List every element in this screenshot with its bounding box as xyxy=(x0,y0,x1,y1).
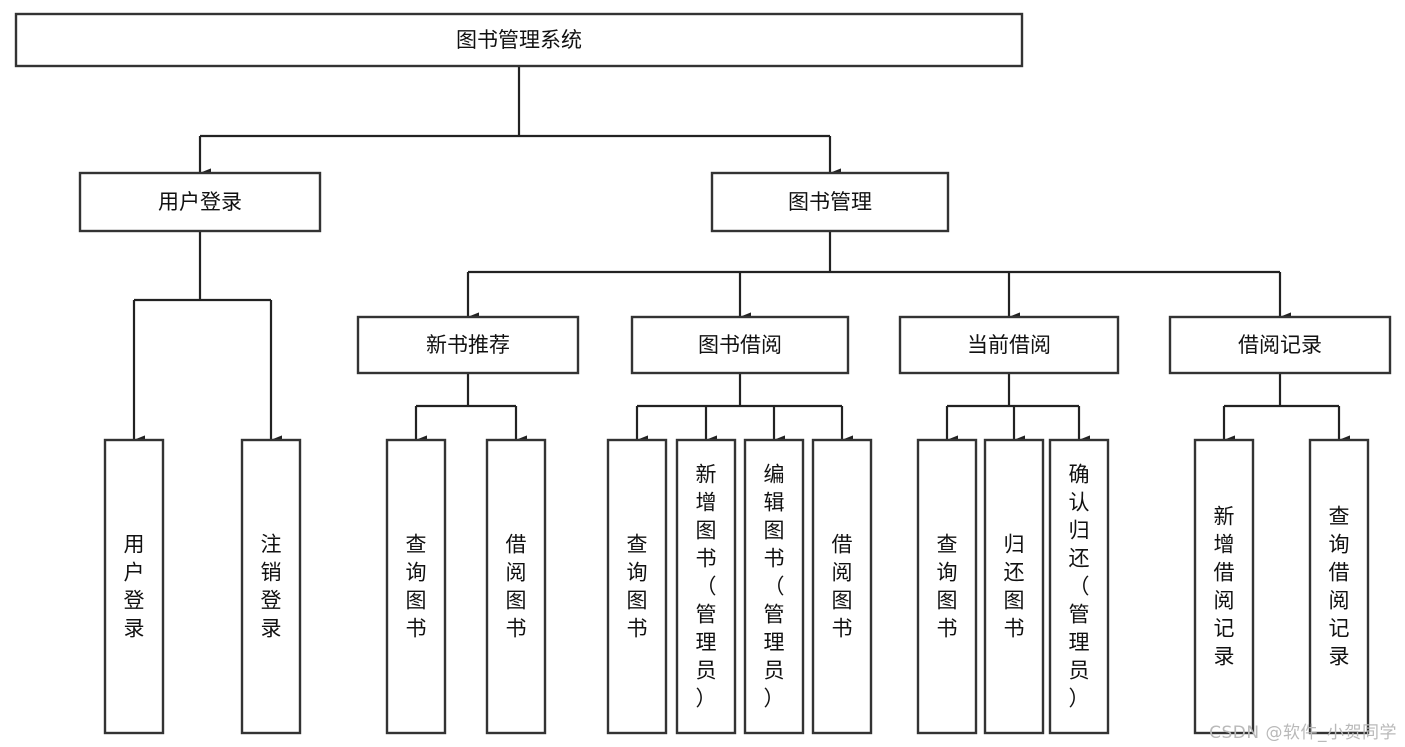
node-box-user-login[interactable] xyxy=(78,171,322,233)
node-label-leaf-add-book-admin: 新增图书（管理员） xyxy=(696,463,717,711)
node-box-leaf-query-book-current[interactable] xyxy=(916,438,978,735)
node-book-borrow[interactable]: 图书借阅 xyxy=(630,315,850,375)
node-box-leaf-user-login[interactable] xyxy=(103,438,165,735)
node-box-root[interactable] xyxy=(14,12,1024,68)
node-label-leaf-query-book-current: 查询图书 xyxy=(937,533,958,641)
node-label-book-borrow: 图书借阅 xyxy=(698,333,782,357)
node-leaf-query-borrow-record[interactable]: 查询借阅记录 xyxy=(1308,438,1370,735)
node-box-leaf-return-book[interactable] xyxy=(983,438,1045,735)
node-leaf-user-login[interactable]: 用户登录 xyxy=(103,438,165,735)
node-box-current-borrow[interactable] xyxy=(898,315,1120,375)
node-leaf-borrow-book[interactable]: 借阅图书 xyxy=(811,438,873,735)
node-label-leaf-borrow-book-recommend: 借阅图书 xyxy=(506,533,527,641)
node-book-management[interactable]: 图书管理 xyxy=(710,171,950,233)
node-leaf-borrow-book-recommend[interactable]: 借阅图书 xyxy=(485,438,547,735)
node-label-leaf-borrow-book: 借阅图书 xyxy=(832,533,853,641)
node-box-leaf-add-borrow-record[interactable] xyxy=(1193,438,1255,735)
node-box-leaf-borrow-book-recommend[interactable] xyxy=(485,438,547,735)
node-label-leaf-query-book-recommend: 查询图书 xyxy=(406,533,427,641)
node-label-current-borrow: 当前借阅 xyxy=(967,333,1051,357)
node-leaf-logout[interactable]: 注销登录 xyxy=(240,438,302,735)
node-box-leaf-add-book-admin[interactable] xyxy=(675,438,737,735)
node-leaf-query-book-current[interactable]: 查询图书 xyxy=(916,438,978,735)
node-leaf-confirm-return-admin[interactable]: 确认归还（管理员） xyxy=(1048,438,1110,735)
node-label-leaf-logout: 注销登录 xyxy=(261,533,282,641)
node-label-leaf-confirm-return-admin: 确认归还（管理员） xyxy=(1069,463,1090,711)
node-leaf-query-book-borrow[interactable]: 查询图书 xyxy=(606,438,668,735)
node-label-leaf-user-login: 用户登录 xyxy=(124,533,145,641)
node-leaf-edit-book-admin[interactable]: 编辑图书（管理员） xyxy=(743,438,805,735)
node-label-leaf-return-book: 归还图书 xyxy=(1004,533,1025,641)
node-label-book-management: 图书管理 xyxy=(788,190,872,214)
node-boxes: 图书管理系统用户登录图书管理新书推荐图书借阅当前借阅借阅记录用户登录注销登录查询… xyxy=(14,12,1392,735)
node-new-book-recommend[interactable]: 新书推荐 xyxy=(356,315,580,375)
node-box-leaf-borrow-book[interactable] xyxy=(811,438,873,735)
node-box-leaf-query-book-recommend[interactable] xyxy=(385,438,447,735)
node-box-book-borrow[interactable] xyxy=(630,315,850,375)
node-box-book-management[interactable] xyxy=(710,171,950,233)
node-label-leaf-edit-book-admin: 编辑图书（管理员） xyxy=(764,463,785,711)
node-label-root: 图书管理系统 xyxy=(456,28,582,52)
node-user-login[interactable]: 用户登录 xyxy=(78,171,322,233)
node-borrow-records[interactable]: 借阅记录 xyxy=(1168,315,1392,375)
node-leaf-add-borrow-record[interactable]: 新增借阅记录 xyxy=(1193,438,1255,735)
node-box-leaf-logout[interactable] xyxy=(240,438,302,735)
node-label-borrow-records: 借阅记录 xyxy=(1238,333,1322,357)
node-box-leaf-confirm-return-admin[interactable] xyxy=(1048,438,1110,735)
node-label-leaf-query-borrow-record: 查询借阅记录 xyxy=(1329,505,1350,669)
node-box-leaf-query-borrow-record[interactable] xyxy=(1308,438,1370,735)
node-leaf-return-book[interactable]: 归还图书 xyxy=(983,438,1045,735)
node-box-new-book-recommend[interactable] xyxy=(356,315,580,375)
node-root[interactable]: 图书管理系统 xyxy=(14,12,1024,68)
node-current-borrow[interactable]: 当前借阅 xyxy=(898,315,1120,375)
watermark-text: CSDN @软件_小贺同学 xyxy=(1209,723,1397,743)
node-leaf-add-book-admin[interactable]: 新增图书（管理员） xyxy=(675,438,737,735)
connector-lines xyxy=(132,66,1350,445)
node-label-user-login: 用户登录 xyxy=(158,190,242,214)
node-label-leaf-query-book-borrow: 查询图书 xyxy=(627,533,648,641)
node-label-leaf-add-borrow-record: 新增借阅记录 xyxy=(1214,505,1235,669)
node-label-new-book-recommend: 新书推荐 xyxy=(426,333,510,357)
node-box-leaf-edit-book-admin[interactable] xyxy=(743,438,805,735)
node-leaf-query-book-recommend[interactable]: 查询图书 xyxy=(385,438,447,735)
node-box-borrow-records[interactable] xyxy=(1168,315,1392,375)
node-box-leaf-query-book-borrow[interactable] xyxy=(606,438,668,735)
